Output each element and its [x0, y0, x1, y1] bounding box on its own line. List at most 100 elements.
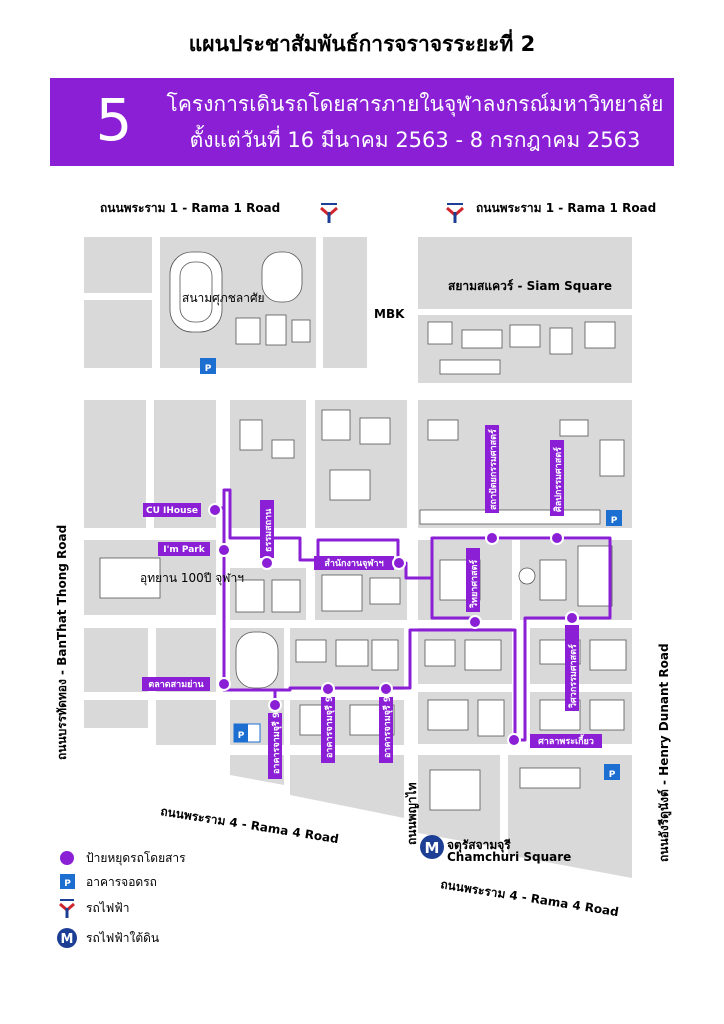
fountain	[518, 567, 536, 585]
bus-route	[215, 488, 612, 742]
label-siam-square: สยามสแควร์ - Siam Square	[448, 279, 612, 293]
bus-stop-office[interactable]: สำนักงานจุฬาฯ	[314, 556, 406, 570]
bus-stop-icon	[260, 556, 274, 570]
road-label-henry: ถนนอังรีดูนังต์ - Henry Dunant Road	[657, 643, 672, 862]
stop-label: ธรรมสถาน	[264, 508, 274, 552]
banner-line-1: โครงการเดินรถโดยสารภายในจุฬาลงกรณ์มหาวิท…	[166, 92, 664, 116]
bus-stop-icon	[392, 556, 406, 570]
building	[599, 439, 625, 477]
building	[429, 769, 481, 811]
building	[477, 699, 505, 737]
stop-label: อาคารจามจุรี 9	[382, 696, 393, 758]
building	[371, 639, 399, 671]
building	[439, 359, 501, 375]
building	[549, 327, 573, 355]
stop-tag	[321, 697, 335, 763]
stop-label: ตลาดสามย่าน	[148, 679, 204, 690]
building	[589, 639, 627, 671]
svg-text:P: P	[611, 516, 618, 526]
stop-tag	[550, 440, 564, 516]
building	[335, 639, 369, 667]
mrt-icon	[420, 835, 444, 859]
bus-stop-chamchuri9-b[interactable]: อาคารจามจุรี 9	[321, 682, 335, 763]
bus-stop-icon	[217, 543, 231, 557]
bus-stop-sala[interactable]: ศาลาพระเกี้ยว	[507, 733, 602, 748]
building	[584, 321, 616, 349]
building	[99, 557, 161, 599]
building	[295, 639, 327, 663]
stop-tag	[260, 500, 274, 558]
block	[84, 300, 152, 368]
block	[84, 628, 148, 692]
building	[359, 417, 391, 445]
building	[461, 329, 503, 349]
bus-stop-engineering[interactable]: วิศวกรรมศาสตร์	[565, 611, 579, 711]
road-label-rama4-west: ถนนพระราม 4 - Rama 4 Road	[160, 804, 340, 846]
field-track	[235, 631, 279, 689]
building	[427, 419, 459, 441]
stop-label: อาคารจามจุรี 9	[271, 712, 282, 774]
stop-label: วิทยาศาสตร์	[468, 560, 480, 609]
svg-text:P: P	[238, 731, 245, 741]
building	[321, 574, 363, 612]
road-label-rama4-east: ถนนพระราม 4 - Rama 4 Road	[440, 877, 620, 919]
page-title: แผนประชาสัมพันธ์การจราจรระยะที่ 2	[188, 32, 536, 56]
mrt-chamchuri: M จตุรัสจามจุรี Chamchuri Square	[420, 835, 571, 864]
bts-icon	[444, 198, 466, 224]
label-chamchuri-th: จตุรัสจามจุรี	[447, 838, 511, 853]
block	[84, 237, 152, 293]
banner-line-2: ตั้งแต่วันที่ 16 มีนาคม 2563 - 8 กรกฎาคม…	[189, 128, 641, 152]
stop-tag	[143, 503, 201, 517]
legend-mrt-label: รถไฟฟ้าใต้ดิน	[86, 931, 159, 945]
block	[290, 755, 404, 818]
bus-stop-icon	[208, 503, 222, 517]
bus-stop-chamchuri9-c[interactable]: อาคารจามจุรี 9	[379, 682, 393, 763]
bus-stop-icon	[507, 733, 521, 747]
bus-stop-icon	[268, 698, 282, 712]
bus-stop-icon	[379, 682, 393, 696]
label-chamchuri-en: Chamchuri Square	[447, 850, 571, 864]
stop-label: สถาปัตยกรรมศาสตร์	[487, 429, 499, 510]
bus-stop-icon	[217, 677, 231, 691]
bus-stop-icon	[468, 615, 482, 629]
bus-stop-talad[interactable]: ตลาดสามย่าน	[142, 677, 231, 691]
building	[235, 579, 265, 613]
stop-tag	[466, 548, 480, 612]
bus-stops: CU IHouse I'm Park ธรรมสถาน สำนักงานจุฬา…	[142, 425, 602, 779]
building	[577, 545, 613, 607]
bus-stop-science[interactable]: วิทยาศาสตร์	[466, 548, 482, 629]
route-line-south	[275, 628, 517, 740]
bus-stop-fine-arts[interactable]: ศิลปกรรมศาสตร์	[550, 440, 564, 545]
road-label-rama1-west: ถนนพระราม 1 - Rama 1 Road	[100, 201, 280, 215]
bus-stop-thammasathan[interactable]: ธรรมสถาน	[260, 500, 274, 570]
stop-tag	[485, 425, 499, 513]
parking-icon: P	[604, 764, 620, 780]
mrt-letter: M	[425, 839, 440, 857]
banner-number: 5	[95, 86, 133, 154]
road-label-phayathai: ถนนพญาไท	[404, 782, 419, 845]
bus-stop-icon	[485, 531, 499, 545]
building	[239, 419, 263, 451]
building	[427, 321, 453, 345]
block	[84, 700, 148, 728]
route-line-west	[222, 508, 277, 705]
bus-stop-im-park[interactable]: I'm Park	[158, 542, 231, 557]
bus-stop-architecture[interactable]: สถาปัตยกรรมศาสตร์	[485, 425, 499, 545]
label-stadium: สนามศุภชลาศัย	[182, 291, 265, 306]
building	[559, 419, 589, 437]
legend-mrt-icon	[57, 928, 77, 948]
building	[519, 767, 581, 789]
building	[321, 409, 351, 441]
bus-stop-cu-ihouse[interactable]: CU IHouse	[143, 503, 222, 517]
building	[427, 699, 469, 731]
block	[520, 540, 632, 620]
road-label-banthat: ถนนบรรทัดทอง - BanThat Thong Road	[55, 525, 69, 760]
legend-parking-label: อาคารจอดรถ	[86, 875, 157, 889]
stop-label: สำนักงานจุฬาฯ	[324, 558, 383, 569]
legend-mrt-letter: M	[61, 932, 74, 947]
stop-label: อาคารจามจุรี 9	[324, 696, 335, 758]
block	[323, 237, 367, 368]
building	[329, 469, 371, 501]
bus-stop-chamchuri9-a[interactable]: อาคารจามจุรี 9	[268, 698, 282, 779]
